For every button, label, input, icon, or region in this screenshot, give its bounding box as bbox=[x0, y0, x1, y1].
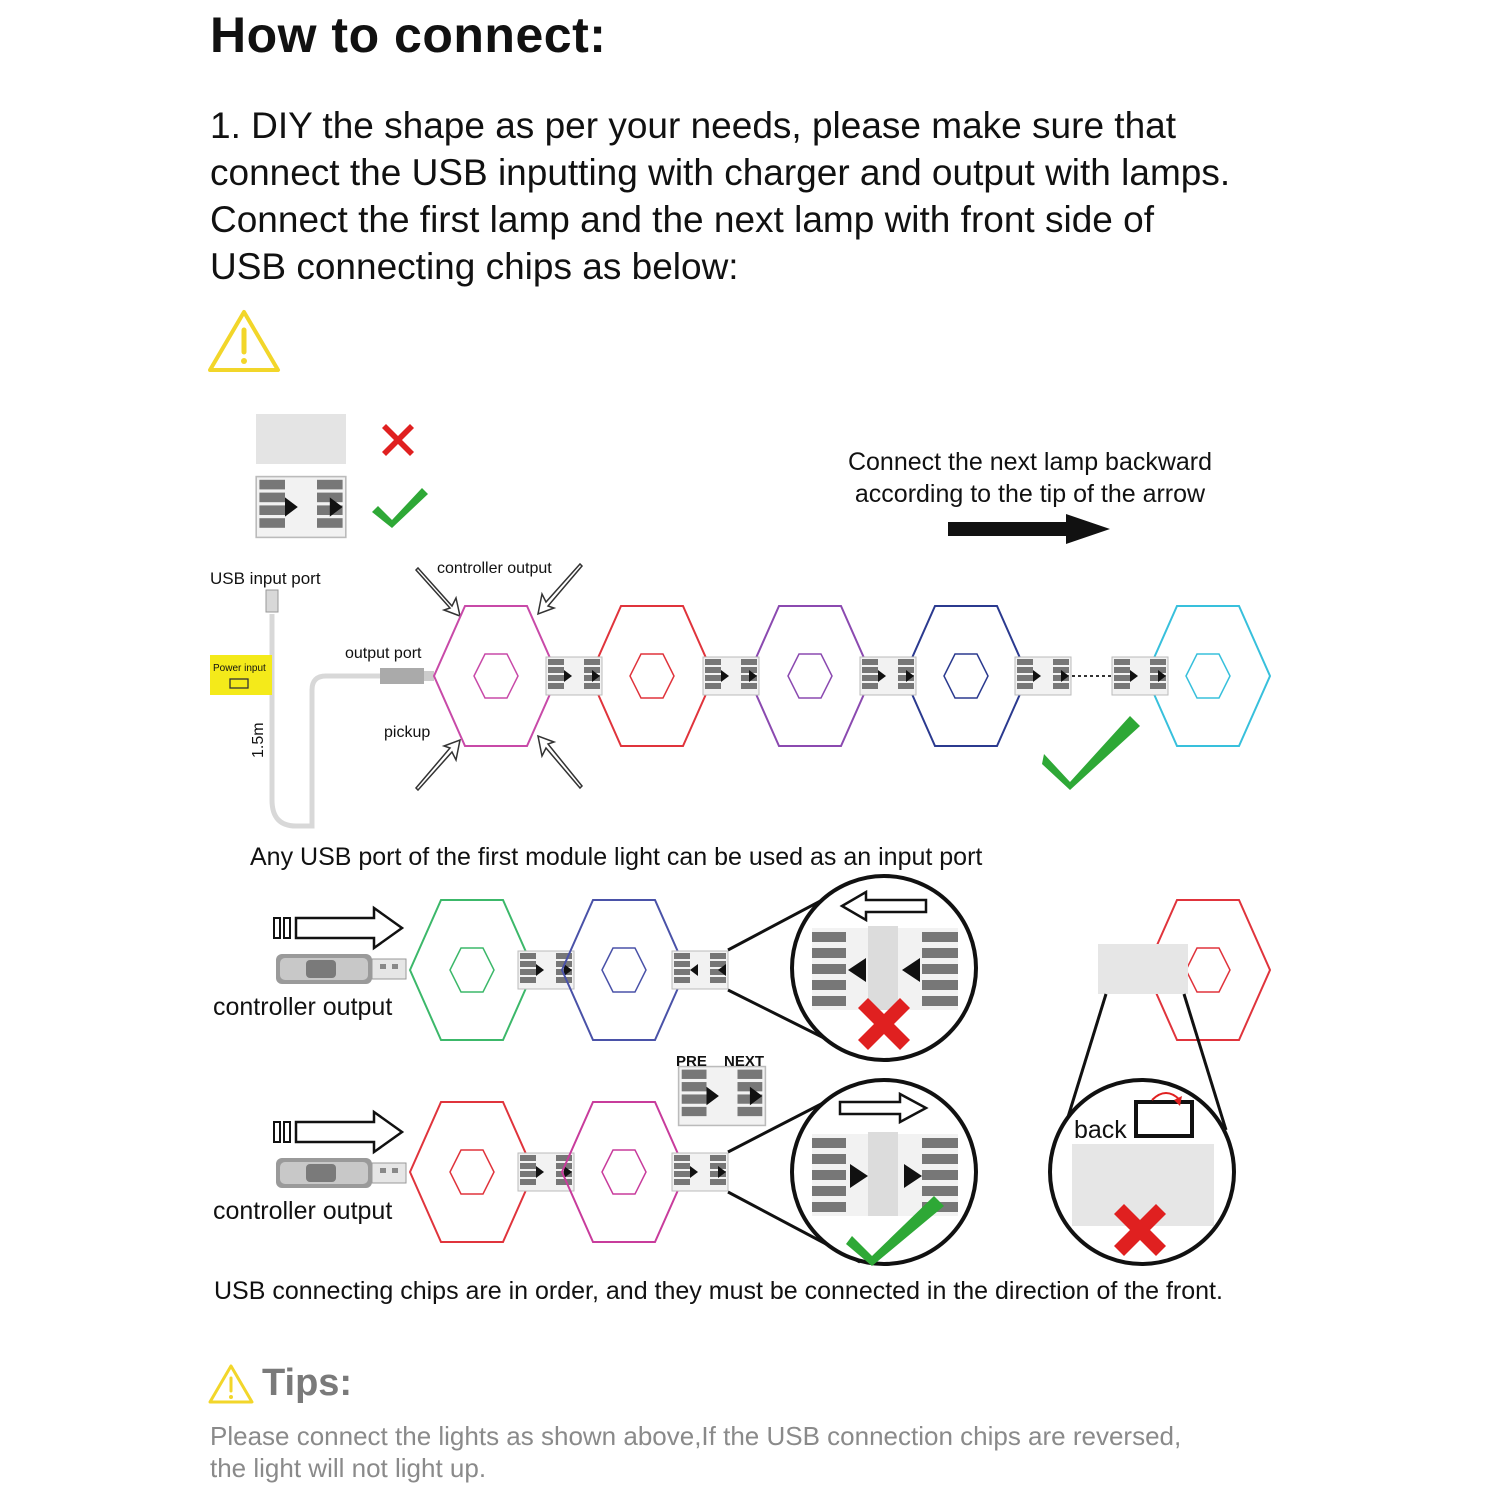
usb-chip-reversed bbox=[671, 950, 729, 990]
intro-line: Connect the first lamp and the next lamp… bbox=[210, 199, 1154, 240]
direction-note-line: Connect the next lamp backward bbox=[847, 448, 1213, 476]
power-input-badge bbox=[210, 655, 272, 695]
hexagon-lamp-row2-2 bbox=[560, 1101, 688, 1243]
cable-length-label: 1.5m bbox=[250, 722, 267, 758]
hexagon-lamp-4 bbox=[902, 605, 1030, 747]
intro-text: 1. DIY the shape as per your needs, plea… bbox=[210, 102, 1330, 290]
usb-input-port-label: USB input port bbox=[210, 569, 321, 588]
hexagon-lamp-row2-1 bbox=[408, 1101, 536, 1243]
zoom-lens-back bbox=[1048, 993, 1236, 1266]
usb-chip bbox=[671, 1152, 729, 1192]
usb-chip bbox=[517, 950, 575, 990]
usb-chip bbox=[545, 656, 603, 696]
usb-chip bbox=[702, 656, 760, 696]
tips-title: Tips: bbox=[262, 1362, 353, 1404]
controller-output-label: controller output bbox=[437, 560, 552, 577]
any-usb-port-caption: Any USB port of the first module light c… bbox=[250, 843, 983, 871]
hexagon-lamp-5 bbox=[1144, 605, 1272, 747]
tips-body: Please connect the lights as shown above… bbox=[210, 1420, 1310, 1484]
usb-chip bbox=[859, 656, 917, 696]
check-icon bbox=[372, 488, 428, 528]
power-input-label: Power input bbox=[213, 663, 266, 674]
chip-back-side bbox=[1098, 944, 1188, 994]
arrow-right-icon bbox=[948, 514, 1110, 544]
usb-chip bbox=[1111, 656, 1169, 696]
hollow-arrow-icon bbox=[272, 1110, 404, 1154]
controller-output-row2-label: controller output bbox=[213, 1197, 393, 1225]
controller-output-row1-label: controller output bbox=[213, 993, 393, 1021]
zoom-lens-right bbox=[727, 1078, 978, 1266]
output-port-label: output port bbox=[345, 645, 422, 662]
hexagon-lamp-row1-2 bbox=[560, 899, 688, 1041]
callout-arrows bbox=[414, 562, 584, 792]
cross-icon bbox=[382, 424, 414, 456]
intro-line: USB connecting chips as below: bbox=[210, 246, 739, 287]
battery-icon bbox=[229, 678, 249, 689]
back-label: back bbox=[1074, 1116, 1127, 1144]
usb-stick-icon bbox=[275, 953, 407, 985]
chip-back-sample bbox=[256, 414, 346, 464]
hexagon-lamp-1 bbox=[432, 605, 560, 747]
page-title: How to connect: bbox=[210, 7, 607, 63]
hollow-arrow-icon bbox=[272, 906, 404, 950]
pre-label: PRE bbox=[676, 1053, 707, 1070]
direction-note-line: according to the tip of the arrow bbox=[854, 480, 1206, 508]
tips-line: Please connect the lights as shown above… bbox=[210, 1421, 1182, 1451]
warning-icon bbox=[208, 310, 280, 372]
tips-line: the light will not light up. bbox=[210, 1453, 487, 1483]
usb-cable bbox=[265, 589, 434, 829]
usb-chip bbox=[1014, 656, 1072, 696]
direction-note: Connect the next lamp backward according… bbox=[834, 446, 1226, 510]
chip-pre-next bbox=[677, 1065, 767, 1127]
chip-front-sample bbox=[255, 475, 347, 539]
zoom-lens-wrong bbox=[727, 874, 978, 1062]
hexagon-lamp-2 bbox=[588, 605, 716, 747]
intro-line: 1. DIY the shape as per your needs, plea… bbox=[210, 105, 1177, 146]
pickup-label: pickup bbox=[384, 724, 431, 741]
usb-stick-icon bbox=[275, 1157, 407, 1189]
hexagon-lamp-row1-1 bbox=[408, 899, 536, 1041]
chips-order-caption: USB connecting chips are in order, and t… bbox=[214, 1277, 1223, 1305]
next-label: NEXT bbox=[724, 1053, 765, 1070]
usb-chip bbox=[517, 1152, 575, 1192]
hexagon-lamp-back bbox=[1144, 899, 1272, 1041]
hexagon-lamp-3 bbox=[746, 605, 874, 747]
intro-line: connect the USB inputting with charger a… bbox=[210, 152, 1231, 193]
warning-icon bbox=[208, 1364, 254, 1404]
check-icon bbox=[1042, 716, 1140, 790]
